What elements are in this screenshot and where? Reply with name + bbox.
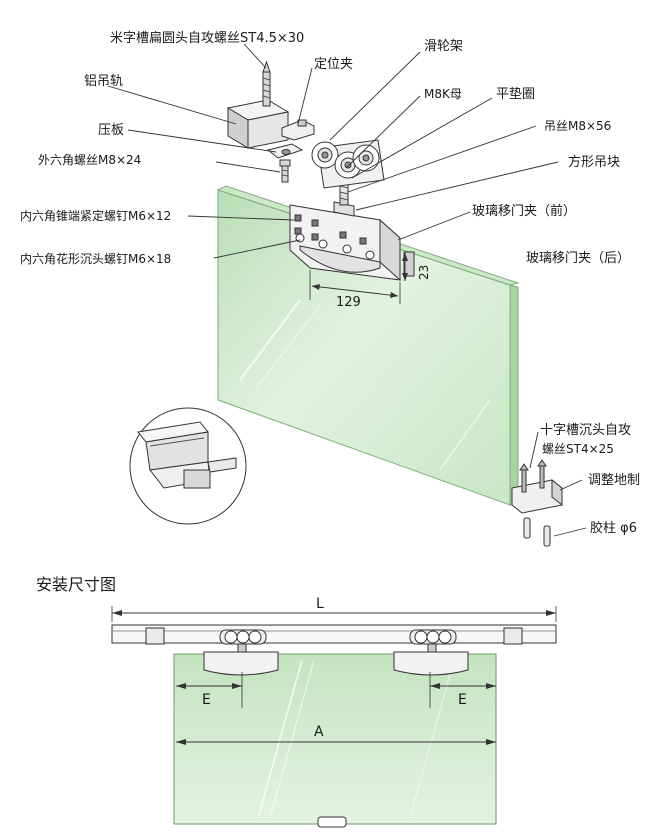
label-aluminum-rail: 铝吊轨 [84,74,123,89]
dim-L: L [316,596,324,612]
label-front-clamp: 玻璃移门夹（前） [472,203,576,219]
label-square-block: 方形吊块 [568,154,620,170]
label-flower-screw: 内六角花形沉头螺钉M6×18 [20,251,171,266]
label-positioning-clip: 定位夹 [314,57,353,72]
label-screw-top: 米字槽扁圆头自攻螺丝ST4.5×30 [110,31,304,46]
label-floor-guide: 调整地制 [588,473,640,488]
dim-A: A [314,724,324,740]
rail-assembly [226,60,315,183]
label-press-plate: 压板 [98,123,124,138]
install-title: 安装尺寸图 [36,575,116,594]
label-hanging-bolt: 吊丝M8×56 [544,119,611,133]
leader-lines [107,43,587,537]
pulley-assembly [311,139,385,217]
dim-129: 129 [336,295,361,310]
label-pulley-frame: 滑轮架 [424,39,463,54]
clamp-dimensions: 129 23 [309,253,431,310]
part-labels: 米字槽扁圆头自攻螺丝ST4.5×30 定位夹 滑轮架 铝吊轨 M8K母 平垫圈 … [20,31,640,536]
installation-diagram: L E [111,596,557,828]
label-m8k-nut: M8K母 [424,87,462,101]
glass-door-clamp [289,204,415,282]
label-flat-washer: 平垫圈 [496,86,535,102]
rail-detail-circle [129,407,247,525]
label-rear-clamp: 玻璃移门夹（后） [526,251,630,266]
label-anchor: 胶柱 φ6 [590,520,637,536]
dim-E-right: E [458,692,467,708]
dim-E-left: E [202,692,211,708]
label-hex-bolt: 外六角螺丝M8×24 [38,153,141,167]
floor-guide-assembly [511,459,563,547]
label-floor-screw-1: 十字槽沉头自攻 [540,423,631,438]
label-set-screw: 内六角锥端紧定螺钉M6×12 [20,208,171,223]
dim-23: 23 [417,265,431,280]
label-floor-screw-2: 螺丝ST4×25 [542,442,614,456]
